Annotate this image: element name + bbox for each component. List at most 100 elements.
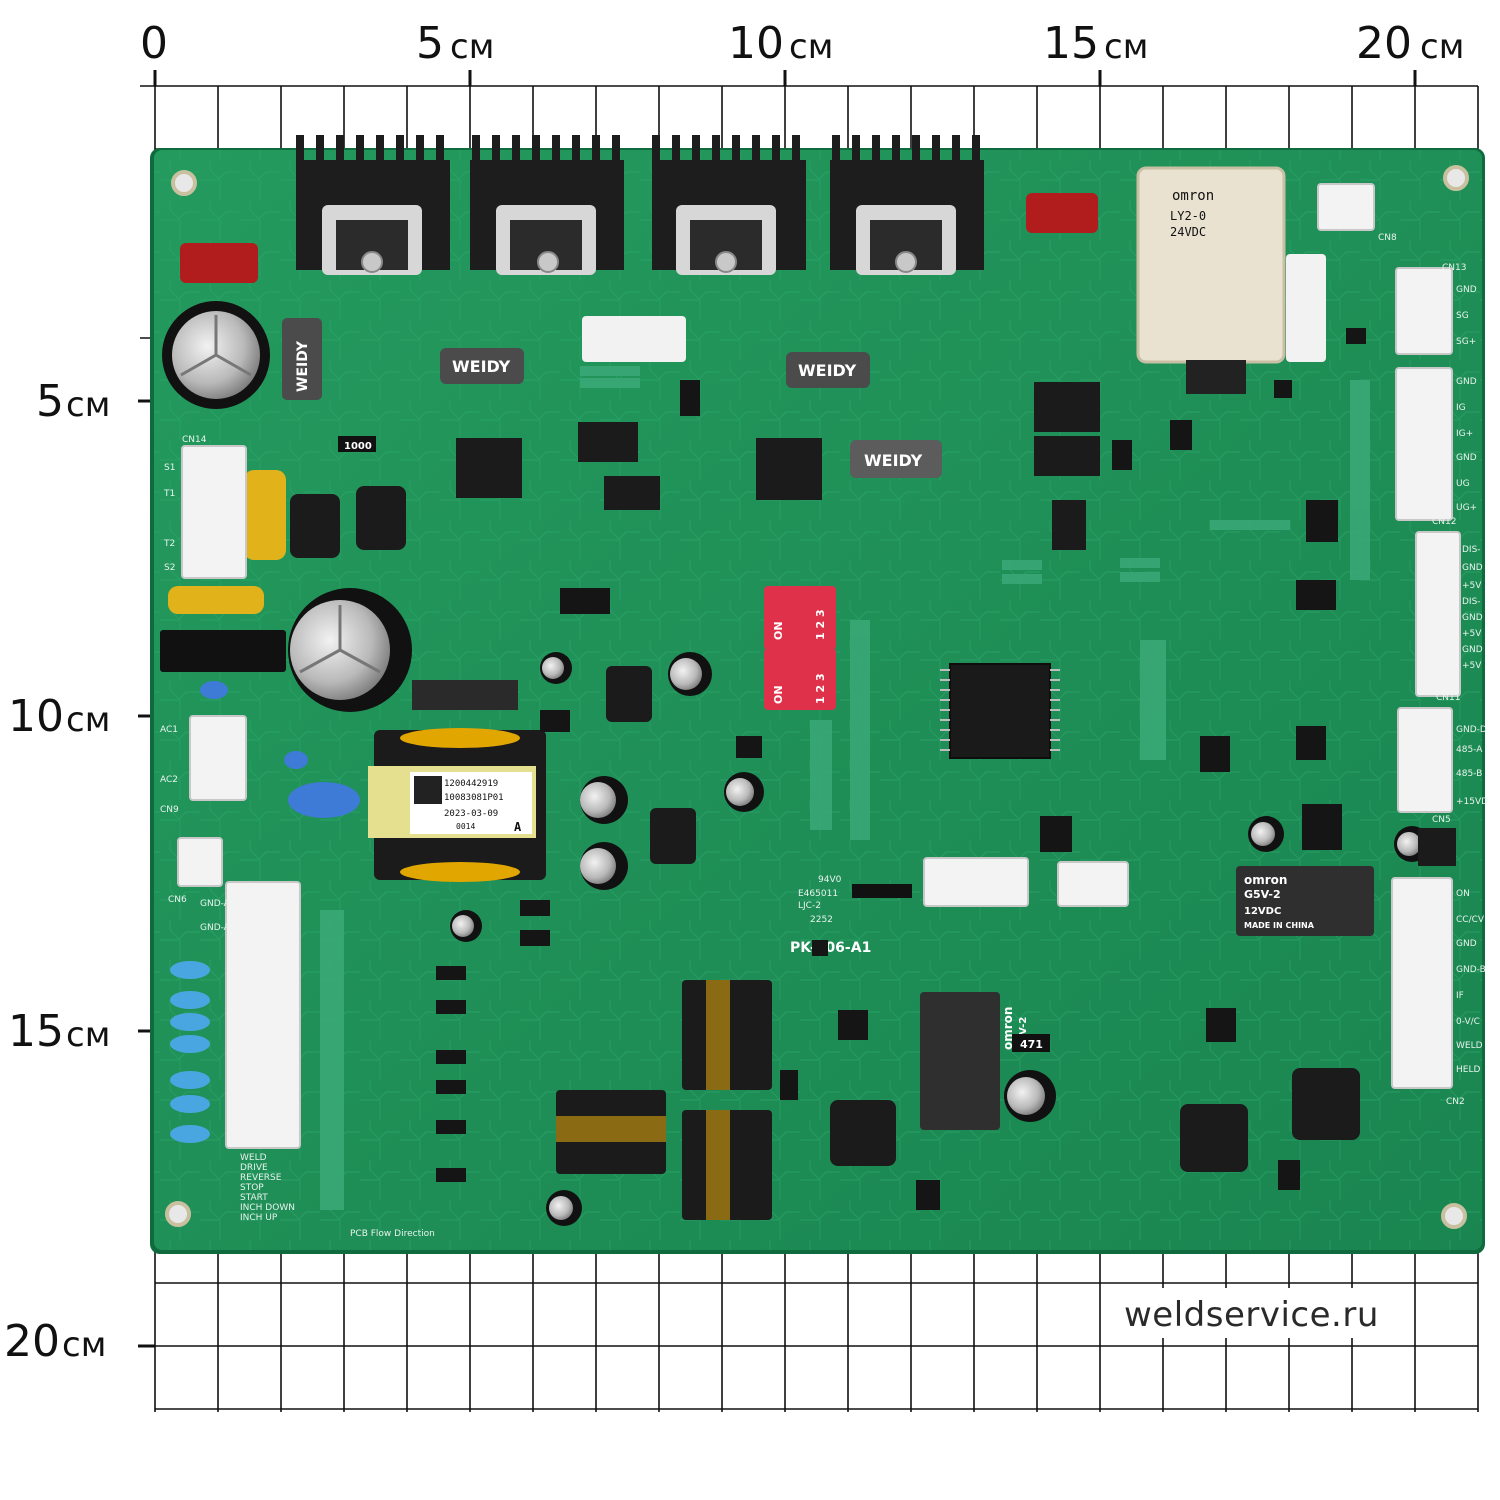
silkscreen-labels: CN14 S1 T1 T2 S2 AC1 AC2 CN9 CN6 CN8 CN1… (160, 233, 1488, 1239)
svg-text:WEIDY: WEIDY (798, 361, 857, 380)
blue-cap-1 (200, 681, 228, 699)
watermark-text: weldservice.ru (1124, 1295, 1379, 1335)
svg-text:CN9: CN9 (160, 805, 179, 815)
ruler-top-5-unit: см (450, 27, 494, 67)
ruler-left-20-unit: см (62, 1325, 106, 1365)
svg-text:GND-D: GND-D (1456, 725, 1487, 735)
watermark-backdrop (1112, 1288, 1412, 1338)
inductors (606, 666, 1360, 1172)
ceramic-resistor-1 (582, 316, 686, 362)
board-model: PK-406-A1 (790, 940, 871, 956)
svg-text:CN8: CN8 (1378, 233, 1397, 243)
svg-text:UG: UG (1456, 479, 1470, 489)
ruler-left-10-unit: см (66, 700, 110, 740)
svg-text:CN5: CN5 (1432, 815, 1451, 825)
ruler-top-5: 5 (416, 18, 444, 69)
svg-text:IG: IG (1456, 403, 1466, 413)
svg-text:omron: omron (1172, 188, 1214, 204)
svg-text:STOP: STOP (240, 1183, 264, 1193)
svg-text:REVERSE: REVERSE (240, 1173, 282, 1183)
ruler-left-5: 5 (36, 376, 64, 427)
gate-drive-transformers (556, 980, 772, 1220)
ceramic-resistor-2 (1286, 254, 1326, 362)
connector-cn6 (177, 837, 223, 887)
svg-text:471: 471 (1020, 1038, 1043, 1051)
svg-text:omron: omron (1001, 1007, 1015, 1050)
svg-text:GND: GND (1462, 563, 1483, 573)
ruler-left-20: 20 (4, 1316, 60, 1367)
ruler-left-10: 10 (8, 691, 64, 742)
connector-cn8 (1317, 183, 1375, 231)
svg-text:ON: ON (1456, 889, 1470, 899)
svg-text:485-A: 485-A (1456, 745, 1483, 755)
svg-text:GND: GND (1462, 613, 1483, 623)
svg-text:0-V/C: 0-V/C (1456, 1017, 1480, 1027)
svg-text:ON: ON (772, 621, 785, 640)
connector-mid-1 (923, 857, 1029, 907)
heatsink-2 (470, 135, 624, 275)
svg-text:GND-A: GND-A (200, 923, 231, 933)
connectors (177, 183, 1461, 1149)
svg-text:INCH UP: INCH UP (240, 1213, 278, 1223)
label-serial-1: 1200442919 (444, 779, 498, 789)
svg-text:IF: IF (1456, 991, 1464, 1001)
smd-pad-clusters (320, 366, 1370, 1210)
electrolytic-capacitor-large-1 (162, 301, 270, 409)
mounting-holes (165, 165, 1469, 1229)
ruler-top-0: 0 (140, 18, 168, 69)
connector-left-long (225, 881, 301, 1149)
blue-cap-2 (288, 782, 360, 818)
svg-text:+5V: +5V (1462, 661, 1482, 671)
svg-text:LY2-0: LY2-0 (1170, 209, 1206, 223)
svg-text:T2: T2 (163, 539, 175, 549)
connector-cn11 (1415, 531, 1461, 697)
svg-text:WEIDY: WEIDY (295, 340, 311, 392)
transformer: 1200442919 10083081P01 2023-03-09 0014 A (368, 728, 546, 882)
svg-text:omron: omron (1244, 873, 1287, 887)
heatsink-4 (830, 135, 984, 275)
blue-cap-3 (284, 751, 308, 769)
svg-text:LJC-2: LJC-2 (798, 901, 821, 911)
svg-text:ON: ON (772, 685, 785, 704)
power-transistor-row (296, 135, 984, 275)
left-ruler-labels: 5 см 10 см 15 см 20 см (4, 376, 110, 1367)
svg-text:CN6: CN6 (168, 895, 187, 905)
dip-switch-1: ON 1 2 3 (764, 586, 836, 650)
top-ruler-labels: 0 5 см 10 см 15 см 20 см (140, 18, 1464, 69)
connector-cn14 (181, 445, 247, 579)
yellow-capacitor-2 (168, 586, 264, 614)
electrolytic-capacitors-small (450, 652, 1430, 1226)
svg-text:+5V: +5V (1462, 581, 1482, 591)
label-lot: 0014 (456, 822, 475, 831)
connector-ac (189, 715, 247, 801)
svg-text:T1: T1 (163, 489, 175, 499)
svg-text:CN11: CN11 (1436, 693, 1460, 703)
svg-text:E465011: E465011 (798, 889, 838, 899)
svg-text:S2: S2 (164, 563, 175, 573)
svg-text:485-B: 485-B (1456, 769, 1482, 779)
heatsink-3 (652, 135, 806, 275)
svg-text:WEIDY: WEIDY (864, 451, 923, 470)
relay-top: omron LY2-0 24VDC (1136, 166, 1286, 394)
ruler-top-10: 10 (728, 18, 784, 69)
connector-cn2 (1391, 877, 1453, 1089)
svg-text:GND: GND (1456, 453, 1477, 463)
svg-text:CN2: CN2 (1446, 1097, 1465, 1107)
ruler-left-15-unit: см (66, 1015, 110, 1055)
svg-text:GND-B: GND-B (1456, 965, 1486, 975)
ruler-left-5-unit: см (66, 385, 110, 425)
svg-text:GND: GND (1456, 285, 1477, 295)
svg-text:MADE IN CHINA: MADE IN CHINA (1244, 921, 1315, 930)
svg-text:94V0: 94V0 (818, 875, 842, 885)
pin-header (852, 884, 912, 898)
svg-text:2252: 2252 (810, 915, 833, 925)
svg-text:24VDC: 24VDC (1170, 225, 1206, 239)
svg-text:AC2: AC2 (160, 775, 178, 785)
weidy-component-4: WEIDY (850, 440, 942, 478)
svg-text:CC/CV: CC/CV (1456, 915, 1485, 925)
svg-text:1000: 1000 (344, 441, 372, 452)
svg-text:S1: S1 (164, 463, 175, 473)
ruler-left-15: 15 (8, 1006, 64, 1057)
svg-text:GND: GND (1456, 939, 1477, 949)
ic-row-top (456, 382, 1100, 550)
